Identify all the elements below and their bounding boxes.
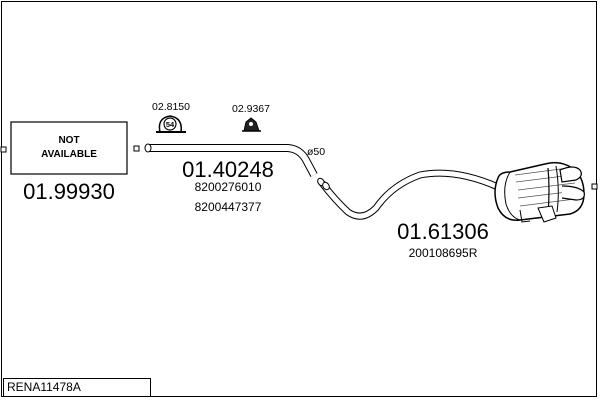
diagram-code-box: RENA11478A (3, 378, 151, 397)
rear-silencer-part[interactable]: 01.61306 200108695R (316, 161, 585, 260)
not-available-line1: NOT (58, 135, 79, 146)
right-connector-icon (591, 183, 598, 190)
pipe-diameter: ø50 (307, 146, 325, 158)
clamp-size: 54 (166, 120, 175, 129)
middle-pipe-label: 01.40248 (182, 157, 274, 182)
middle-pipe-body (148, 145, 317, 177)
left-connector-icon (0, 146, 7, 153)
diagram-code: RENA11478A (7, 380, 81, 394)
rubber-mount-part[interactable]: 02.9367 (232, 103, 270, 132)
rear-silencer-oem1: 200108695R (409, 246, 478, 260)
rear-silencer-label: 01.61306 (397, 219, 489, 244)
front-pipe-label: 01.99930 (23, 179, 115, 204)
clamp-part[interactable]: 02.8150 54 (152, 101, 190, 133)
middle-pipe-oem2: 8200447377 (195, 200, 262, 214)
silencer-icon (494, 161, 585, 223)
not-available-box (10, 121, 128, 175)
front-pipe-part[interactable]: NOT AVAILABLE 01.99930 (10, 121, 128, 204)
middle-pipe-part[interactable]: ø50 01.40248 8200276010 8200447377 (144, 143, 325, 214)
rubber-mount-label: 02.9367 (232, 103, 270, 115)
not-available-line2: AVAILABLE (41, 149, 97, 160)
middle-pipe-oem1: 8200276010 (195, 180, 262, 194)
clamp-label: 02.8150 (152, 101, 190, 113)
pipe-inlet-icon (144, 143, 152, 153)
joint-connector-icon (133, 145, 140, 152)
rear-pipe-body (320, 170, 500, 219)
